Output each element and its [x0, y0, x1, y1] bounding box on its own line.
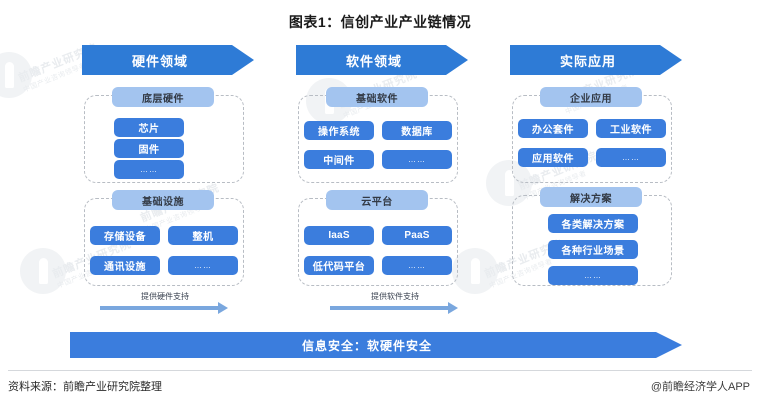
- arrow-head-icon: [218, 302, 228, 314]
- watermark-logo: [0, 52, 32, 98]
- item-chip-ellipsis: ……: [596, 148, 666, 167]
- group-title-enterprise-application: 企业应用: [540, 87, 642, 107]
- connector-software-support: 提供软件支持: [330, 291, 460, 317]
- item-chip: 操作系统: [304, 121, 374, 140]
- watermark-logo: [20, 248, 66, 294]
- item-chip: 应用软件: [518, 148, 588, 167]
- item-chip-ellipsis: ……: [382, 256, 452, 275]
- group-title-cloud-platform: 云平台: [326, 190, 428, 210]
- column-header-hardware: 硬件领域: [82, 45, 254, 75]
- item-chip: 工业软件: [596, 119, 666, 138]
- item-chip: PaaS: [382, 226, 452, 245]
- item-chip: 整机: [168, 226, 238, 245]
- footer-divider: [8, 370, 752, 371]
- connector-label: 提供软件支持: [371, 292, 419, 301]
- chart-title: 图表1：信创产业产业链情况: [288, 14, 472, 30]
- group-title-infrastructure: 基础设施: [112, 190, 214, 210]
- arrow-shaft: [100, 306, 218, 310]
- item-chip-ellipsis: ……: [382, 150, 452, 169]
- arrow-head-icon: [448, 302, 458, 314]
- column-header-application: 实际应用: [510, 45, 682, 75]
- item-chip: 数据库: [382, 121, 452, 140]
- item-chip: 固件: [114, 139, 184, 158]
- foundation-bar-information-security: 信息安全：软硬件安全: [70, 332, 682, 358]
- item-chip-ellipsis: ……: [548, 266, 638, 285]
- group-title-basic-software: 基础软件: [326, 87, 428, 107]
- item-chip: 各类解决方案: [548, 214, 638, 233]
- item-chip-ellipsis: ……: [168, 256, 238, 275]
- attribution-note: @前瞻经济学人APP: [650, 381, 750, 393]
- item-chip: 存储设备: [90, 226, 160, 245]
- item-chip: 低代码平台: [304, 256, 374, 275]
- item-chip: 中间件: [304, 150, 374, 169]
- arrow-shaft: [330, 306, 448, 310]
- group-title-solutions: 解决方案: [540, 187, 642, 207]
- item-chip-ellipsis: ……: [114, 160, 184, 179]
- connector-hardware-support: 提供硬件支持: [100, 291, 230, 317]
- watermark-logo: [452, 248, 498, 294]
- item-chip: IaaS: [304, 226, 374, 245]
- connector-label: 提供硬件支持: [141, 292, 189, 301]
- column-header-software: 软件领域: [296, 45, 468, 75]
- group-box-enterprise-application: [512, 95, 672, 183]
- item-chip: 芯片: [114, 118, 184, 137]
- item-chip: 通讯设施: [90, 256, 160, 275]
- item-chip: 办公套件: [518, 119, 588, 138]
- source-note: 资料来源：前瞻产业研究院整理: [8, 381, 162, 393]
- group-title-underlying-hardware: 底层硬件: [112, 87, 214, 107]
- item-chip: 各种行业场景: [548, 240, 638, 259]
